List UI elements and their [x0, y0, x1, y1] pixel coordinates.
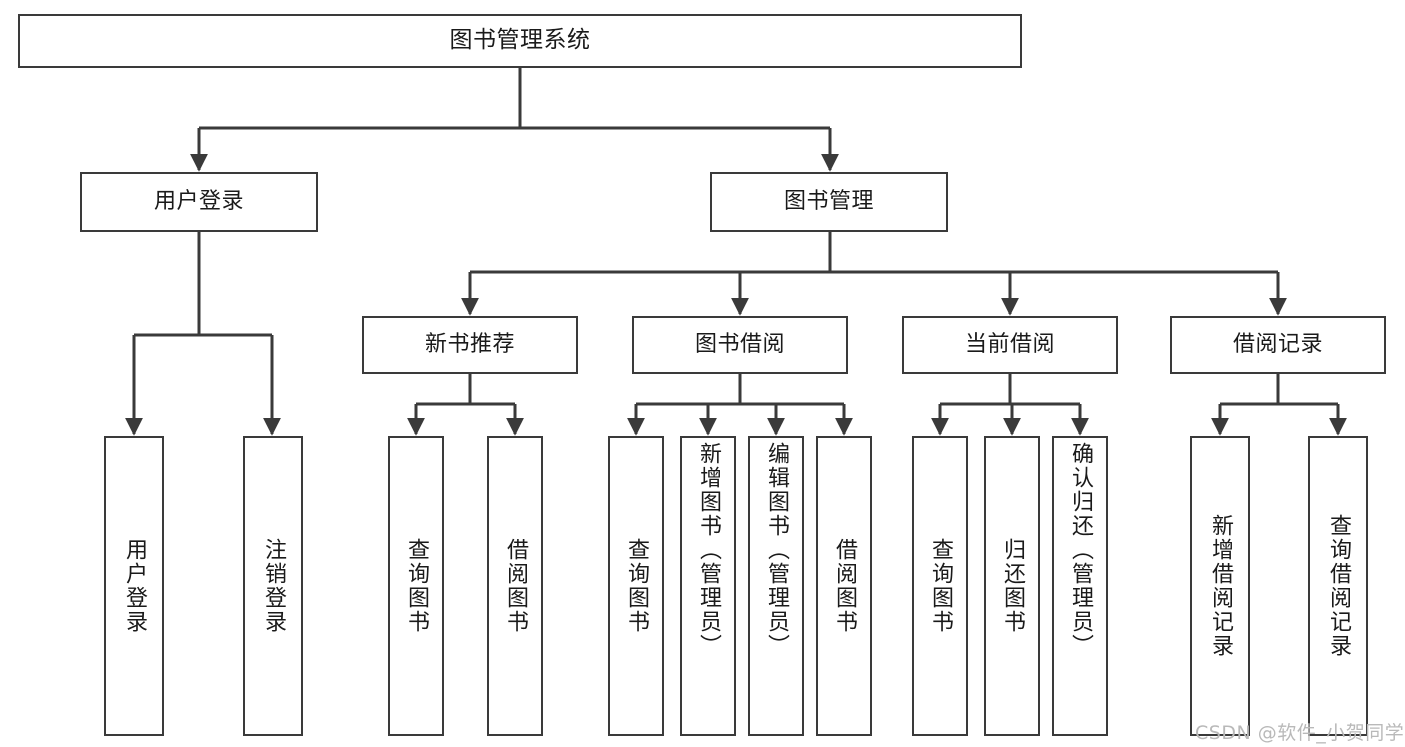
node-user-login[interactable]: 用户登录	[80, 172, 318, 232]
node-leaf-user-login-label: 用户登录	[122, 538, 147, 634]
node-leaf-add-book-admin-label: 新增图书（管理员）	[696, 442, 721, 658]
node-current-borrow-label: 当前借阅	[964, 331, 1055, 357]
node-leaf-edit-book-admin-label: 编辑图书（管理员）	[764, 442, 789, 658]
node-leaf-query-book-c-label: 查询图书	[928, 538, 953, 634]
node-leaf-query-book-b-label: 查询图书	[624, 538, 649, 634]
node-borrow-record-label: 借阅记录	[1232, 331, 1323, 357]
node-book-manage[interactable]: 图书管理	[710, 172, 948, 232]
node-leaf-user-logout-label: 注销登录	[261, 538, 286, 634]
node-borrow-record[interactable]: 借阅记录	[1170, 316, 1386, 374]
node-leaf-query-book-rec-label: 查询图书	[404, 538, 429, 634]
node-leaf-query-borrow-record-label: 查询借阅记录	[1326, 514, 1351, 658]
node-leaf-query-book-rec[interactable]: 查询图书	[388, 436, 444, 736]
node-book-borrow[interactable]: 图书借阅	[632, 316, 848, 374]
node-book-borrow-label: 图书借阅	[694, 331, 785, 357]
node-leaf-return-book[interactable]: 归还图书	[984, 436, 1040, 736]
node-leaf-borrow-book-b-label: 借阅图书	[832, 538, 857, 634]
node-leaf-confirm-return-label: 确认归还（管理员）	[1068, 442, 1093, 658]
node-leaf-borrow-book-b[interactable]: 借阅图书	[816, 436, 872, 736]
node-leaf-user-login[interactable]: 用户登录	[104, 436, 164, 736]
node-leaf-return-book-label: 归还图书	[1000, 538, 1025, 634]
node-leaf-borrow-book-rec[interactable]: 借阅图书	[487, 436, 543, 736]
node-current-borrow[interactable]: 当前借阅	[902, 316, 1118, 374]
node-leaf-confirm-return[interactable]: 确认归还（管理员）	[1052, 436, 1108, 736]
node-leaf-query-book-c[interactable]: 查询图书	[912, 436, 968, 736]
node-new-book-recommend[interactable]: 新书推荐	[362, 316, 578, 374]
node-leaf-add-borrow-record[interactable]: 新增借阅记录	[1190, 436, 1250, 736]
node-leaf-add-borrow-record-label: 新增借阅记录	[1208, 514, 1233, 658]
node-new-book-recommend-label: 新书推荐	[424, 331, 515, 357]
node-leaf-user-logout[interactable]: 注销登录	[243, 436, 303, 736]
node-leaf-borrow-book-rec-label: 借阅图书	[503, 538, 528, 634]
watermark: CSDN @软件_小贺同学	[1195, 722, 1405, 744]
node-leaf-query-borrow-record[interactable]: 查询借阅记录	[1308, 436, 1368, 736]
node-root[interactable]: 图书管理系统	[18, 14, 1022, 68]
node-leaf-query-book-b[interactable]: 查询图书	[608, 436, 664, 736]
node-book-manage-label: 图书管理	[783, 188, 874, 214]
node-leaf-add-book-admin[interactable]: 新增图书（管理员）	[680, 436, 736, 736]
node-leaf-edit-book-admin[interactable]: 编辑图书（管理员）	[748, 436, 804, 736]
node-root-label: 图书管理系统	[449, 27, 591, 54]
node-user-login-label: 用户登录	[153, 188, 244, 214]
